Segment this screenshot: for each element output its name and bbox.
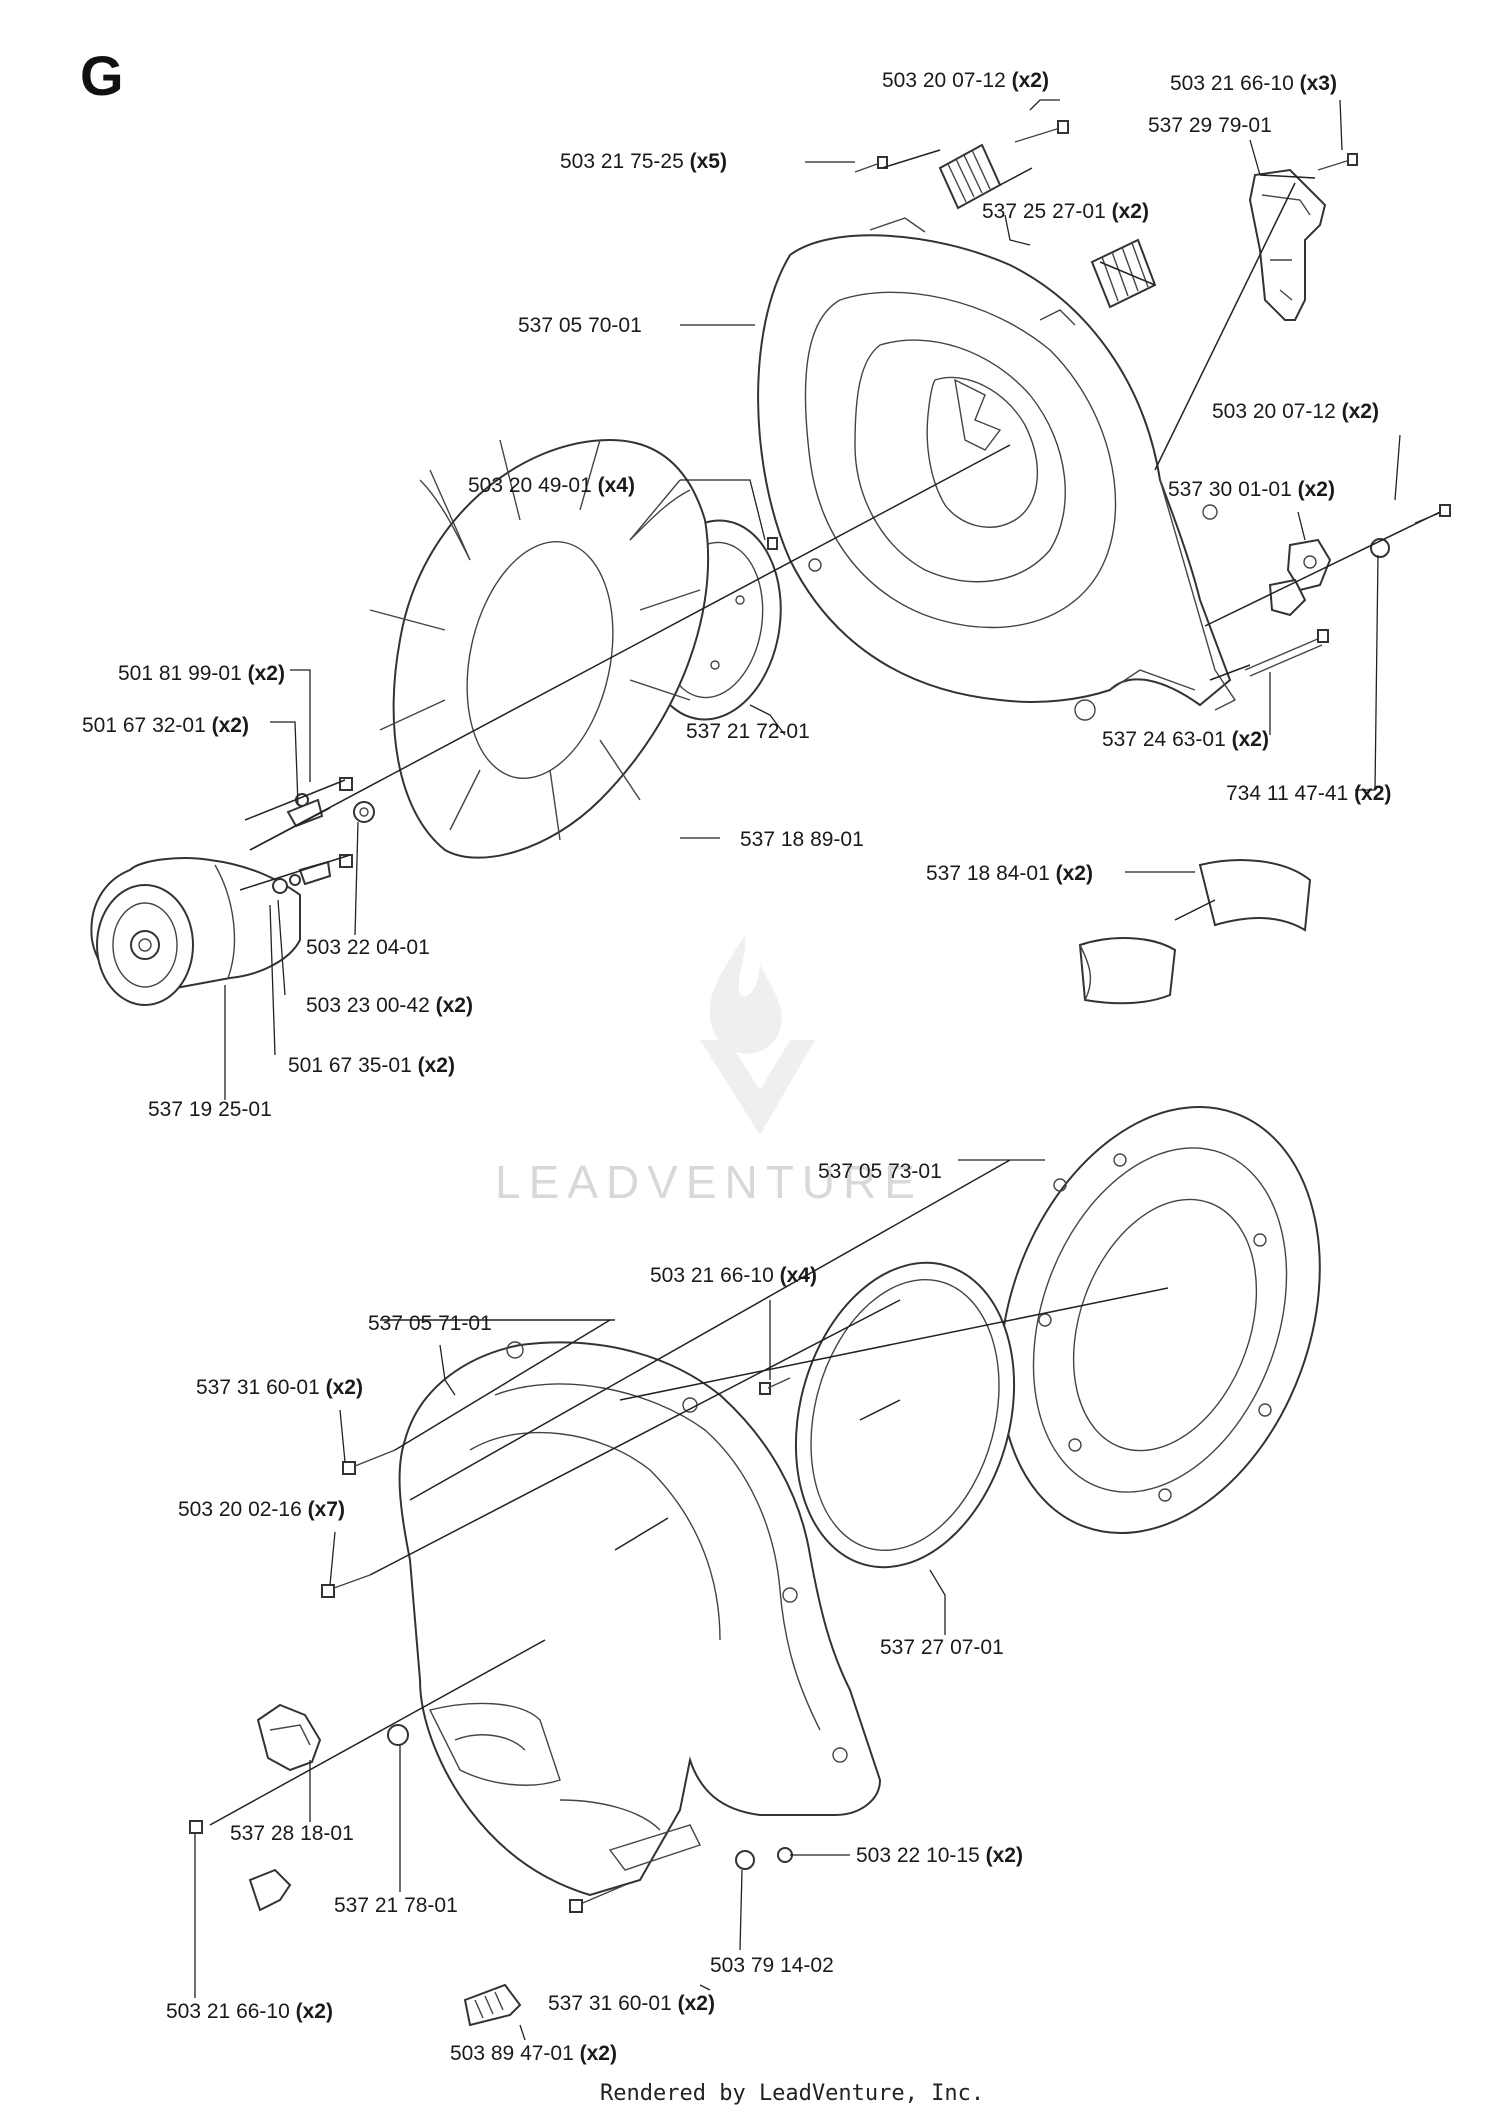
small-hardware-part <box>272 777 375 894</box>
long-screw-part <box>1244 629 1329 677</box>
part-label: 537 27 07-01 <box>880 1636 1004 1659</box>
flywheel-hub-part <box>90 857 301 1006</box>
leader-lines <box>194 99 1401 2041</box>
bracket-part <box>1248 168 1327 321</box>
part-label: 501 67 32-01 (x2) <box>82 714 249 737</box>
part-label: 503 20 49-01 (x4) <box>468 474 635 497</box>
part-label: 503 23 00-42 (x2) <box>306 994 473 1017</box>
part-label: 503 22 04-01 <box>306 936 430 959</box>
part-label: 503 22 10-15 (x2) <box>856 1844 1023 1867</box>
front-plate-part <box>999 1105 1321 1535</box>
lower-housing-part <box>398 1341 882 1897</box>
fan-impeller-part <box>369 438 709 859</box>
watermark-text: LEADVENTURE <box>495 1156 923 1208</box>
part-label: 537 05 73-01 <box>818 1160 942 1183</box>
part-label: 537 18 84-01 (x2) <box>926 862 1093 885</box>
fan-housing-part <box>757 217 1237 721</box>
lower-hardware-part <box>189 1377 793 1913</box>
part-label: 537 21 78-01 <box>334 1894 458 1917</box>
part-label: 503 79 14-02 <box>710 1954 834 1977</box>
part-label: 503 20 02-16 (x7) <box>178 1498 345 1521</box>
part-label: 503 21 66-10 (x4) <box>650 1264 817 1287</box>
assembly-axis-lines <box>239 149 1441 921</box>
part-label: 503 21 66-10 (x3) <box>1170 72 1337 95</box>
part-label: 503 20 07-12 (x2) <box>1212 400 1379 423</box>
gasket-ring-part <box>794 1261 1016 1569</box>
part-label: 537 19 25-01 <box>148 1098 272 1121</box>
part-label: 537 28 18-01 <box>230 1822 354 1845</box>
part-label: 537 25 27-01 (x2) <box>982 200 1149 223</box>
switch-part <box>256 1703 322 1772</box>
part-label: 537 21 72-01 <box>686 720 810 743</box>
screw-part <box>767 120 1451 550</box>
part-label: 537 05 71-01 <box>368 1312 492 1335</box>
part-label: 537 29 79-01 <box>1148 114 1272 137</box>
part-label: 537 05 70-01 <box>518 314 642 337</box>
section-letter: G <box>80 44 124 107</box>
part-label: 503 20 07-12 (x2) <box>882 69 1049 92</box>
footer-credit: Rendered by LeadVenture, Inc. <box>600 2081 984 2106</box>
part-label: 537 30 01-01 (x2) <box>1168 478 1335 501</box>
part-label: 503 21 66-10 (x2) <box>166 2000 333 2023</box>
part-label: 503 89 47-01 (x2) <box>450 2042 617 2065</box>
clip-piece-part <box>248 1868 522 2027</box>
part-label: 734 11 47-41 (x2) <box>1226 782 1391 805</box>
part-label: 537 24 63-01 (x2) <box>1102 728 1269 751</box>
watermark-logo <box>700 935 815 1135</box>
assembly-axis-lines-lower <box>209 1159 1169 1826</box>
spring-part <box>938 143 1157 309</box>
part-label: 501 81 99-01 (x2) <box>118 662 285 685</box>
clip-part <box>1268 538 1332 617</box>
part-label: 503 21 75-25 (x5) <box>560 150 727 173</box>
part-label: 537 31 60-01 (x2) <box>196 1376 363 1399</box>
part-label: 501 67 35-01 (x2) <box>288 1054 455 1077</box>
part-label: 537 31 60-01 (x2) <box>548 1992 715 2015</box>
deflector-part <box>1078 859 1312 1005</box>
part-label: 537 18 89-01 <box>740 828 864 851</box>
part-number-labels: 503 20 07-12 (x2) 503 21 66-10 (x3) 537 … <box>82 69 1391 2065</box>
